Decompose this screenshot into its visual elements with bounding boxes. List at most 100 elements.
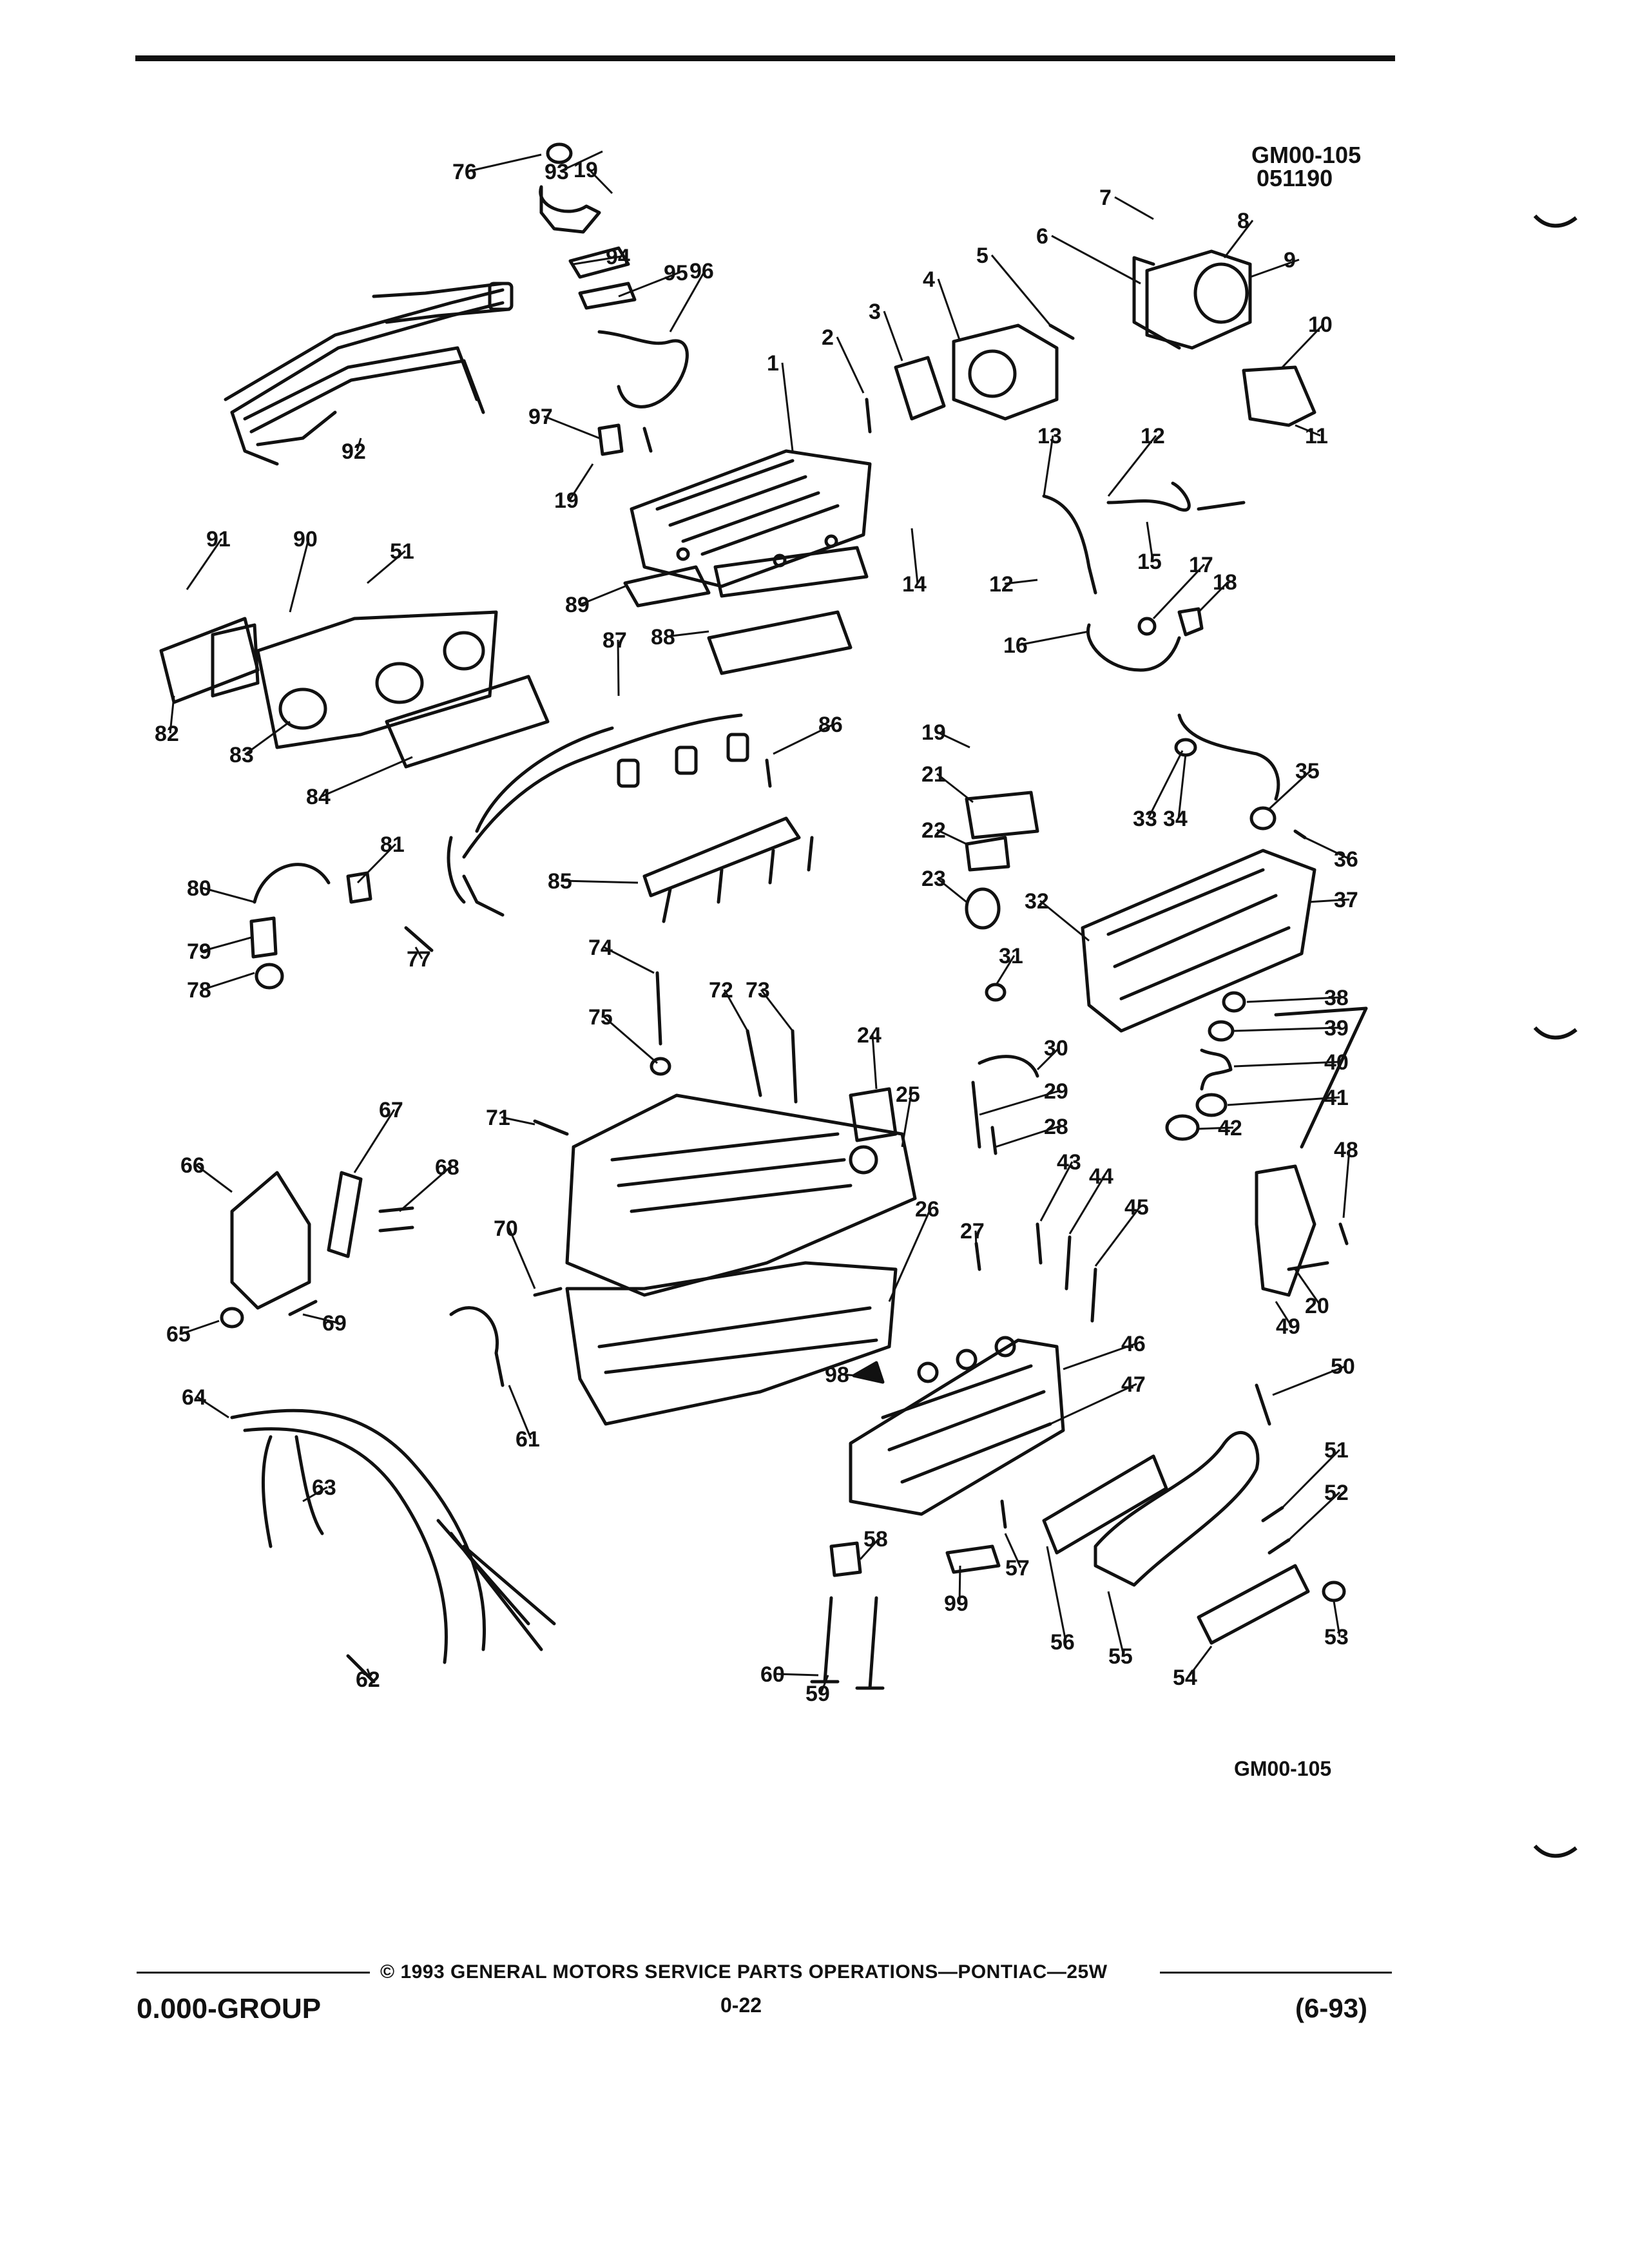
callout-leader-line (820, 1675, 829, 1694)
callout-leader-line (1281, 323, 1325, 369)
hose-15-part (1106, 481, 1191, 512)
bolt-36-part (1293, 829, 1307, 840)
callout-leader-line (356, 437, 362, 452)
callout-leader-line (958, 1565, 961, 1604)
callout-number-6: 6 (1036, 224, 1048, 249)
callout-number-91: 91 (206, 527, 231, 552)
callout-number-33: 33 (1133, 807, 1157, 831)
callout-number-98: 98 (825, 1363, 849, 1387)
pcv-hose-34-part (1177, 713, 1280, 801)
callout-leader-line (467, 153, 542, 173)
callout-leader-line (781, 362, 794, 452)
callout-leader-line (1004, 1533, 1022, 1568)
callout-leader-line (1198, 1126, 1234, 1130)
callout-leader-line (936, 829, 967, 845)
grommet-33-part (1174, 738, 1197, 757)
callout-number-47: 47 (1121, 1372, 1146, 1397)
callout-leader-line (1295, 424, 1321, 437)
callout-number-64: 64 (182, 1385, 206, 1410)
bolt-5-part (1048, 323, 1075, 340)
sensor-part (597, 423, 624, 456)
callout-number-19: 19 (574, 158, 598, 182)
shim-42-part (1165, 1114, 1200, 1141)
callout-number-19: 19 (921, 720, 946, 745)
guide-58-part (829, 1541, 862, 1577)
plenum-gasket-part (623, 565, 711, 608)
callout-number-53: 53 (1324, 1625, 1349, 1649)
callout-number-28: 28 (1044, 1115, 1068, 1139)
callout-number-50: 50 (1331, 1354, 1355, 1379)
callout-number-82: 82 (155, 722, 179, 746)
callout-number-9: 9 (1284, 248, 1296, 273)
sensor-77-part (404, 926, 434, 952)
callout-leader-line (366, 1668, 372, 1680)
callout-leader-line (356, 843, 397, 884)
callout-number-84: 84 (306, 785, 331, 809)
callout-number-12: 12 (1141, 424, 1165, 448)
plenum-gasket-2-part (707, 610, 853, 675)
callout-number-18: 18 (1213, 570, 1237, 595)
callout-leader-line (197, 1396, 229, 1419)
exhaust-manifold-right-part (1094, 1431, 1260, 1587)
bracket-line-38-part (1274, 1006, 1368, 1149)
egr-gasket-part (568, 246, 630, 279)
callout-leader-line (1304, 836, 1350, 860)
callout-number-14: 14 (902, 572, 927, 597)
pcv-valve-35-part (1249, 806, 1277, 831)
fuel-line-bundle-part (224, 282, 514, 466)
callout-leader-line (1068, 1175, 1106, 1235)
callout-leader-line (1223, 220, 1254, 258)
stud-50-part (1255, 1383, 1271, 1426)
callout-number-12: 12 (989, 572, 1014, 597)
callout-number-43: 43 (1057, 1150, 1081, 1175)
gasket-22-part (965, 836, 1010, 872)
callout-number-48: 48 (1334, 1138, 1358, 1162)
callout-leader-line (603, 1015, 658, 1064)
callout-number-85: 85 (548, 869, 572, 894)
gasket-56-part (1042, 1454, 1168, 1555)
egr-valve-part (539, 185, 601, 234)
callout-leader-line (508, 1227, 536, 1289)
callout-leader-line (618, 271, 680, 298)
sensor-71-part (533, 1119, 569, 1136)
bolt-52-part (1268, 1538, 1291, 1555)
callout-number-21: 21 (921, 762, 946, 787)
footer-group: 0.000-GROUP (137, 1993, 322, 2024)
callout-number-15: 15 (1137, 550, 1162, 574)
callout-number-89: 89 (565, 593, 590, 617)
sensor-27-part (974, 1242, 981, 1271)
sensor-79-part (249, 916, 278, 959)
callout-leader-line (1197, 581, 1229, 613)
retainer-39-part (1208, 1020, 1235, 1042)
callout-number-10: 10 (1308, 312, 1333, 337)
callout-number-56: 56 (1050, 1630, 1075, 1655)
callout-leader-line (666, 630, 709, 638)
callout-number-78: 78 (187, 978, 211, 1003)
egr-cap-part (546, 142, 573, 164)
callout-leader-line (302, 1486, 328, 1503)
callout-number-8: 8 (1237, 209, 1249, 233)
callout-number-17: 17 (1189, 553, 1213, 577)
callout-number-75: 75 (588, 1005, 613, 1030)
clip-99-part (945, 1544, 1001, 1574)
bracket-67-part (327, 1171, 363, 1258)
callout-leader-line (603, 946, 655, 974)
studs-68-part (378, 1206, 414, 1233)
callout-leader-line (202, 887, 255, 903)
callout-leader-line (1342, 1149, 1351, 1218)
callout-number-81: 81 (380, 832, 405, 857)
callout-leader-line (1307, 898, 1350, 903)
hose-13-part (1042, 494, 1097, 595)
callout-leader-line (543, 415, 600, 439)
callout-number-79: 79 (187, 939, 211, 964)
thermostat-housing-21-part (965, 791, 1039, 840)
valve-59-part (855, 1596, 885, 1690)
callout-number-57: 57 (1005, 1556, 1030, 1581)
nut-31-part (985, 983, 1007, 1002)
callout-number-63: 63 (312, 1475, 336, 1500)
clip-17-part (1137, 617, 1157, 636)
callout-leader-line (1146, 521, 1154, 562)
callout-leader-line (1046, 1546, 1067, 1642)
callout-leader-line (1249, 258, 1300, 278)
